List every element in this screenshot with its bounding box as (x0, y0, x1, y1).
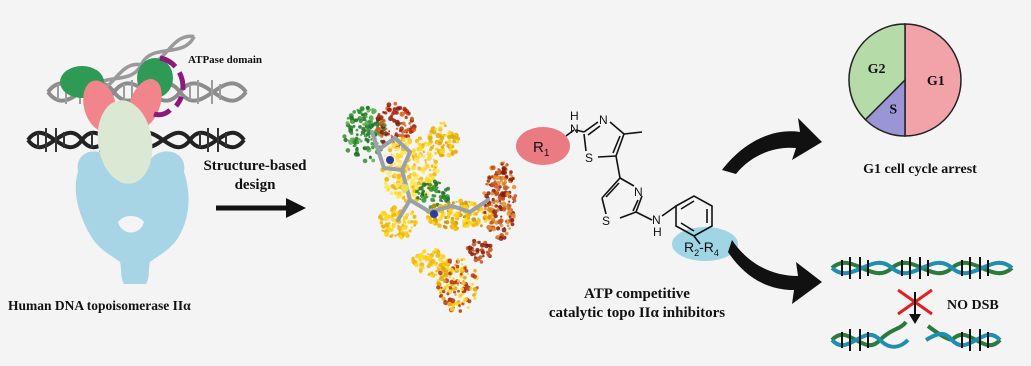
nh2-n: N (652, 213, 661, 227)
outcome-arrows (722, 118, 822, 304)
r1-label: R1 (533, 139, 550, 159)
pie-slice-g2 (848, 23, 906, 121)
r1-blob (516, 127, 570, 165)
pie-label-s: S (889, 102, 897, 117)
pharmacophore-cloud (342, 101, 518, 313)
g1-arrest-label: G1 cell cycle arrest (863, 162, 977, 177)
thiazole2-n: N (634, 185, 643, 199)
inhibitor-structure: R1 N H N S N S N H R2-R4 ATP competitive… (516, 109, 738, 321)
thiazole1-s: S (585, 151, 593, 165)
dna-gate (97, 100, 153, 184)
inhibitor-label-line2: catalytic topo IIα inhibitors (549, 305, 725, 321)
arrow-to-g1 (722, 118, 822, 174)
design-label-line1: Structure-based (203, 158, 307, 174)
no-dsb-label: NO DSB (947, 298, 999, 313)
atpase-bracket (153, 55, 186, 118)
r2-r4-blob (672, 227, 738, 261)
nh2-h: H (653, 225, 662, 239)
arrow-to-dna (728, 240, 822, 304)
intact-dna (830, 257, 1014, 279)
pie-slice-g1 (904, 23, 962, 137)
pie-label-g2: G2 (868, 62, 886, 77)
dna-no-break: NO DSB (830, 257, 1014, 351)
topoisomerase-illustration: ATPase domain Human DNA topoisomerase II… (8, 34, 262, 313)
enzyme-name-label: Human DNA topoisomerase IIα (8, 298, 191, 313)
atpase-domain-label: ATPase domain (188, 54, 262, 66)
broken-dna (830, 320, 1002, 351)
thiazole2-s: S (602, 214, 610, 228)
thiazole1-n: N (599, 113, 608, 127)
design-arrow: Structure-based design (203, 158, 307, 218)
pie-label-g1: G1 (927, 74, 945, 89)
cell-cycle-pie: G1S G2 (848, 23, 962, 137)
inhibitor-label-line1: ATP competitive (584, 286, 690, 302)
r2-r4-label: R2-R4 (684, 239, 719, 258)
nh1-h: H (570, 109, 579, 123)
design-label-line2: design (235, 177, 277, 193)
nh1-n: N (570, 122, 579, 136)
